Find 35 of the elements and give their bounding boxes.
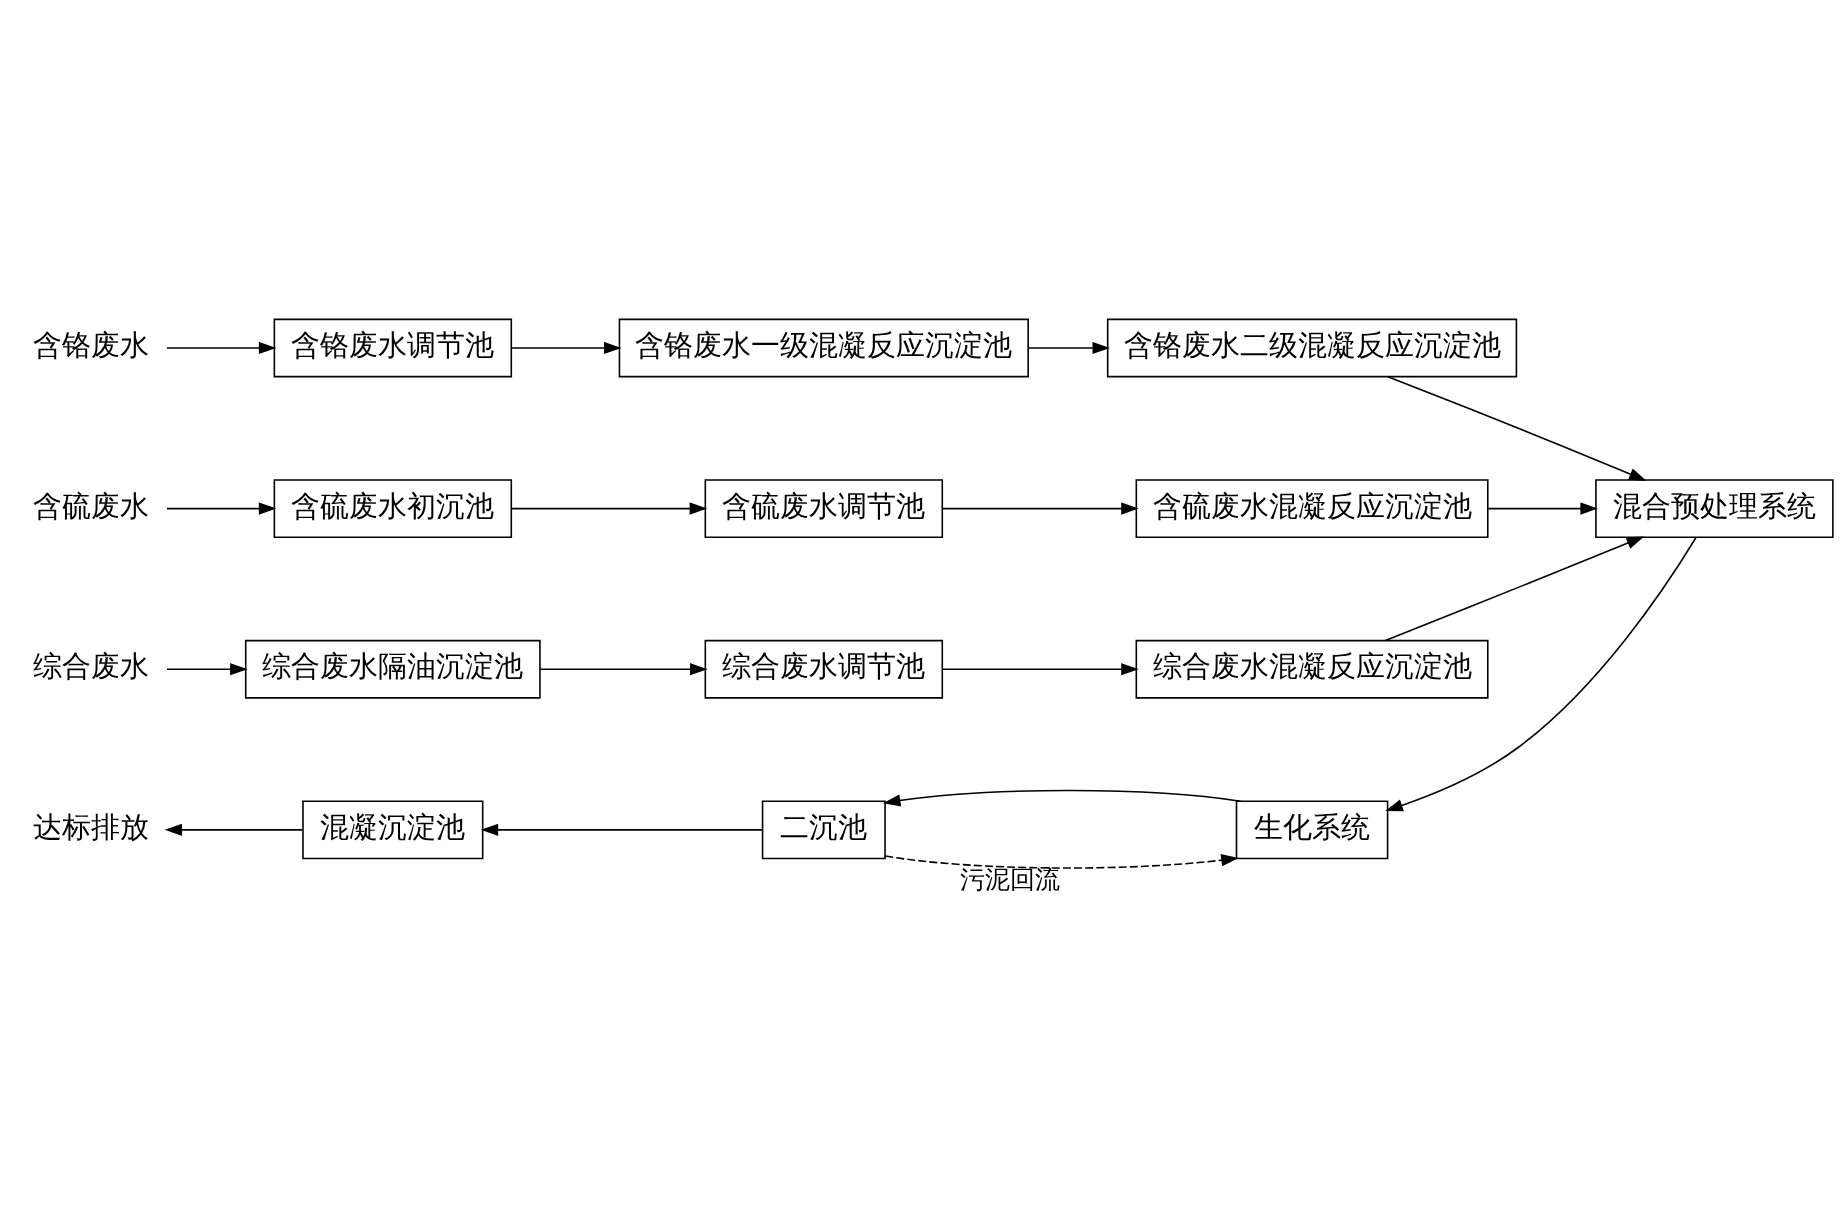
node-box: 混凝沉淀池 bbox=[302, 800, 484, 860]
arrow bbox=[942, 663, 1139, 676]
node-text: 含铬废水 bbox=[32, 327, 149, 362]
arrow bbox=[942, 502, 1139, 515]
node-box: 含硫废水调节池 bbox=[704, 479, 944, 539]
node-box: 含硫废水混凝反应沉淀池 bbox=[1135, 479, 1489, 539]
arrow bbox=[166, 341, 277, 355]
node-box: 含铬废水二级混凝反应沉淀池 bbox=[1106, 318, 1518, 378]
arrow bbox=[1385, 536, 1697, 812]
node-box: 含硫废水初沉池 bbox=[273, 479, 513, 539]
arrow bbox=[1384, 536, 1645, 642]
arrow bbox=[882, 789, 1242, 807]
arrow bbox=[1387, 375, 1647, 481]
node-box: 综合废水调节池 bbox=[704, 639, 944, 699]
arrow bbox=[166, 502, 277, 515]
node-box: 含铬废水一级混凝反应沉淀池 bbox=[618, 318, 1029, 378]
arrow bbox=[1487, 502, 1598, 515]
arrow bbox=[510, 502, 708, 515]
node-box: 综合废水混凝反应沉淀池 bbox=[1135, 639, 1489, 699]
arrow bbox=[510, 341, 622, 355]
node-box: 含铬废水调节池 bbox=[273, 318, 513, 378]
arrow bbox=[164, 823, 304, 836]
node-text: 含硫废水 bbox=[32, 488, 149, 523]
arrow bbox=[884, 854, 1239, 869]
node-box: 混合预处理系统 bbox=[1595, 479, 1834, 539]
node-text: 综合废水 bbox=[32, 649, 149, 684]
node-box: 生化系统 bbox=[1235, 800, 1389, 860]
arrow bbox=[539, 663, 708, 676]
arrow bbox=[166, 663, 248, 676]
node-box: 二沉池 bbox=[761, 800, 886, 860]
arrow bbox=[1027, 341, 1110, 355]
node-box: 综合废水隔油沉淀池 bbox=[244, 639, 541, 699]
node-text: 达标排放 bbox=[32, 809, 149, 844]
arrow bbox=[480, 823, 764, 836]
edge-label: 污泥回流 bbox=[959, 864, 1060, 895]
